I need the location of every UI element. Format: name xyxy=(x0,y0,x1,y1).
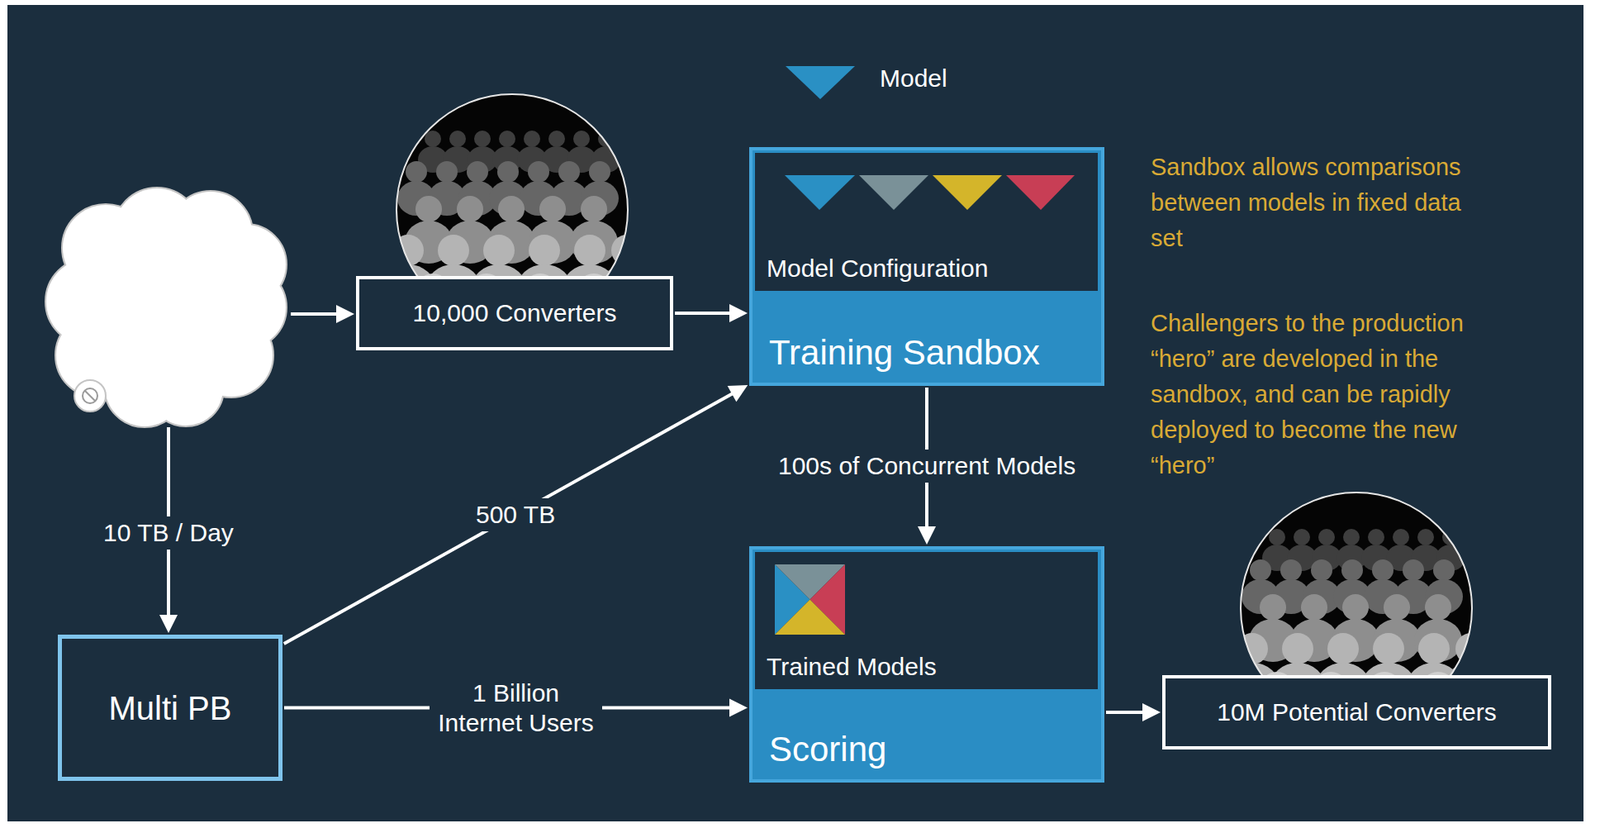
scoring-panel: Scoring Trained Models xyxy=(749,545,1105,783)
trained-model-icon xyxy=(774,564,846,635)
note-text: Challengers to the production “hero” are… xyxy=(1150,305,1494,484)
arrow-head xyxy=(729,698,748,717)
note-text: Sandbox allows comparisons between model… xyxy=(1150,149,1494,257)
edge-label: 500 TB xyxy=(467,498,564,532)
flow-rate-label: 10 TB / Day xyxy=(94,516,243,550)
potential-converters-box: 10M Potential Converters xyxy=(1162,674,1552,750)
connector-line xyxy=(1106,710,1145,714)
node-text: Trained Models xyxy=(766,652,937,682)
arrow-head xyxy=(1142,702,1161,722)
node-text: 10,000 Converters xyxy=(413,299,618,328)
node-text: Multi PB xyxy=(109,688,233,727)
model-triangle xyxy=(859,175,929,210)
crowd-illustration xyxy=(379,93,656,366)
config-box: Model Configuration xyxy=(754,152,1098,291)
cloud-icon xyxy=(46,188,286,427)
model-triangle xyxy=(932,175,1002,210)
model-triangles xyxy=(784,175,1075,210)
edge-label: 1 Billion Internet Users xyxy=(429,676,603,740)
connector xyxy=(674,303,748,323)
model-triangle xyxy=(1006,175,1075,210)
sandbox-panel: Training Sandbox Model Configuration xyxy=(749,147,1105,386)
legend-swatch xyxy=(785,66,855,100)
node-text: Scoring xyxy=(769,729,887,770)
storage-box: Multi PB xyxy=(57,634,283,781)
connector xyxy=(1106,702,1161,722)
edge-label: 100s of Concurrent Models xyxy=(769,449,1084,483)
connector-line xyxy=(674,311,732,315)
node-text: Model Configuration xyxy=(766,254,989,284)
arrow-head xyxy=(917,526,936,545)
node-text: 10M Potential Converters xyxy=(1216,697,1497,727)
node-text: Training Sandbox xyxy=(769,332,1040,373)
connector xyxy=(284,384,749,644)
converters-box: 10,000 Converters xyxy=(356,275,674,351)
model-triangle xyxy=(784,175,855,210)
cloud-arrow xyxy=(159,304,355,633)
arrow-head xyxy=(727,384,749,402)
legend-text: Model xyxy=(879,63,948,94)
legend-triangle xyxy=(785,66,855,100)
trained-models-box: Trained Models xyxy=(754,551,1098,689)
connector-line xyxy=(284,393,734,644)
arrow-head xyxy=(729,303,748,323)
